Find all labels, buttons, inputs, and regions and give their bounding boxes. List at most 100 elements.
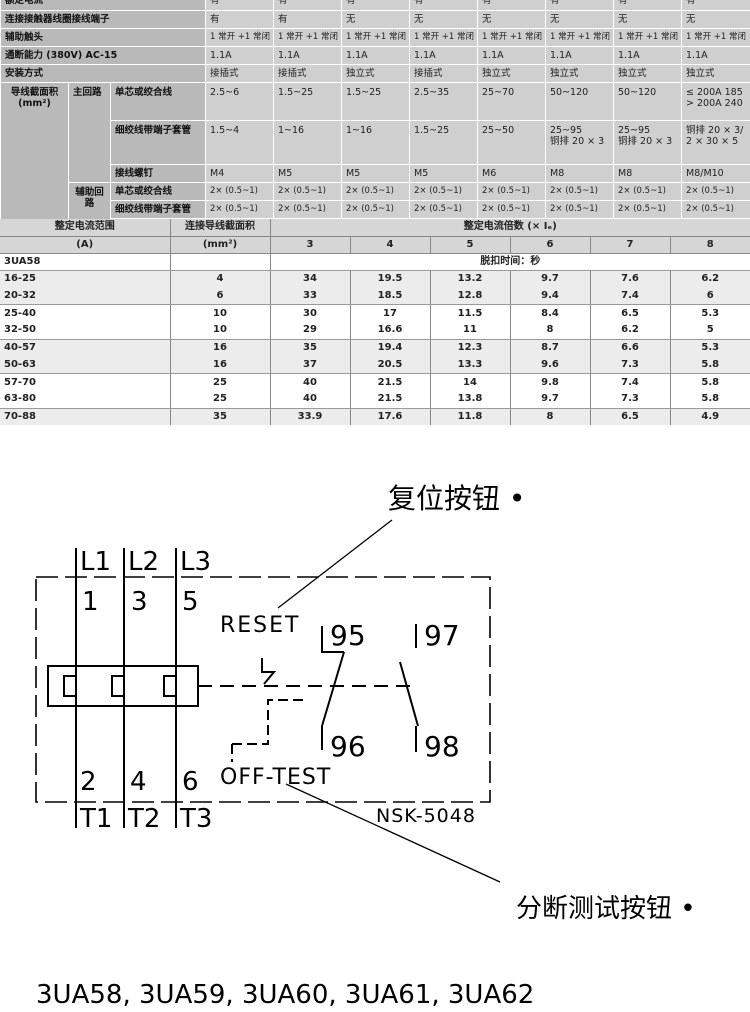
spec-row-label: 安装方式 [0, 64, 206, 83]
reset-symbol [261, 658, 277, 685]
spec-cell: 接插式 [273, 64, 342, 83]
spec-cell: 有 [613, 0, 682, 11]
spec-cell: 2× (0.5~1) [477, 200, 546, 219]
terminal-l3: L3 [180, 547, 211, 577]
range-cell: 40-57 [0, 339, 171, 357]
trip-time-cell: 11.5 [430, 304, 511, 323]
trip-time-cell: 14 [430, 373, 511, 391]
spec-cell: M5 [273, 164, 342, 183]
spec-cell: 1 常开 +1 常闭 [477, 28, 546, 47]
trip-time-cell: 18.5 [350, 287, 431, 306]
no-contact [399, 624, 419, 752]
off-test-linkage [231, 699, 308, 762]
trip-time-cell: 35 [270, 339, 351, 357]
trip-time-cell: 16.6 [350, 322, 431, 340]
wire-cell: 4 [170, 270, 271, 288]
spec-cell: 25~95 铜排 20 × 3 [545, 120, 614, 165]
wire-unit: (mm²) [170, 236, 271, 254]
model-label: 3UA58 [0, 253, 171, 272]
spec-cell: 有 [545, 0, 614, 11]
spec-cell: 1 常开 +1 常闭 [409, 28, 478, 47]
aux-circuit-label: 辅助回路 [68, 182, 111, 219]
multiple-header: 整定电流倍数 (× Iₑ) [270, 219, 750, 237]
reset-button-callout: 复位按钮 • [388, 482, 525, 515]
bottom-terminals: 2 4 6 T1 T2 T3 [79, 767, 212, 834]
wire-cell: 16 [170, 339, 271, 357]
spec-cell: 有 [273, 10, 342, 29]
reset-leader-line [277, 519, 393, 609]
trip-time-cell: 7.6 [590, 270, 671, 288]
trip-time-cell: 7.4 [590, 287, 671, 306]
spec-cell: 1.5~25 [409, 120, 478, 165]
spec-cell: 无 [341, 10, 410, 29]
spec-cell: 1.5~4 [205, 120, 274, 165]
contact-98: 98 [424, 730, 460, 763]
trip-time-cell: 6.6 [590, 339, 671, 357]
trip-time-cell: 7.3 [590, 390, 671, 409]
terminal-t3: T3 [179, 804, 212, 834]
trip-time-cell: 5 [670, 322, 750, 340]
contact-95: 95 [330, 619, 366, 652]
spec-row-label: 细绞线带端子套管 [110, 200, 206, 219]
spec-cell: 2× (0.5~1) [613, 182, 682, 201]
trip-time-cell: 6.2 [670, 270, 750, 288]
trip-time-cell: 8.7 [510, 339, 591, 357]
terminal-6: 6 [182, 767, 199, 797]
spec-cell: 无 [681, 10, 750, 29]
range-unit: (A) [0, 236, 171, 254]
trip-time-cell: 8.4 [510, 304, 591, 323]
spec-cell: 2× (0.5~1) [273, 200, 342, 219]
multiple-4: 4 [350, 236, 431, 254]
trip-time-cell: 13.8 [430, 390, 511, 409]
trip-time-cell: 5.8 [670, 356, 750, 375]
terminal-1: 1 [82, 587, 99, 617]
trip-time-cell: 6.2 [590, 322, 671, 340]
spec-cell: 1 常开 +1 常闭 [613, 28, 682, 47]
trip-time-cell: 6.5 [590, 304, 671, 323]
range-cell: 70-88 [0, 408, 171, 426]
spec-cell: 1.1A [273, 46, 342, 65]
model-code: NSK-5048 [376, 805, 476, 827]
trip-time-cell: 9.4 [510, 287, 591, 306]
wiring-diagram: 复位按钮 • 分断测试按钮 • L1 L2 L3 1 3 5 2 4 6 T1 … [35, 482, 696, 924]
spec-row-label: 额定电流 [0, 0, 206, 11]
wire-cell: 16 [170, 356, 271, 375]
top-terminals: L1 L2 L3 1 3 5 [80, 547, 211, 617]
terminal-l2: L2 [128, 547, 159, 577]
spec-cell: 1.1A [613, 46, 682, 65]
wire-cell: 6 [170, 287, 271, 306]
terminal-5: 5 [182, 587, 199, 617]
spec-cell: 独立式 [613, 64, 682, 83]
spec-cell: 1~16 [273, 120, 342, 165]
trip-time-cell: 5.8 [670, 390, 750, 409]
trip-time-cell: 30 [270, 304, 351, 323]
spec-row-label: 通断能力 (380V) AC-15 [0, 46, 206, 65]
range-cell: 25-40 [0, 304, 171, 323]
spec-cell: 1.1A [545, 46, 614, 65]
trip-time-cell: 5.3 [670, 339, 750, 357]
trip-time-cell: 7.4 [590, 373, 671, 391]
spec-cell: 2× (0.5~1) [341, 200, 410, 219]
trip-time-cell: 19.4 [350, 339, 431, 357]
spec-cell: 独立式 [545, 64, 614, 83]
spec-cell: 2× (0.5~1) [341, 182, 410, 201]
trip-time-cell: 12.3 [430, 339, 511, 357]
terminal-t1: T1 [79, 804, 112, 834]
spec-cell: 2× (0.5~1) [545, 182, 614, 201]
spec-cell: 25~70 [477, 82, 546, 121]
trip-time-cell: 17 [350, 304, 431, 323]
spec-cell: 2× (0.5~1) [409, 182, 478, 201]
spec-cell: 2.5~35 [409, 82, 478, 121]
range-cell: 63-80 [0, 390, 171, 409]
spec-cell: 1~16 [341, 120, 410, 165]
spec-cell: 2× (0.5~1) [613, 200, 682, 219]
spec-cell: 2× (0.5~1) [681, 182, 750, 201]
spec-row-label: 单芯或绞合线 [110, 82, 206, 121]
spec-cell: 1 常开 +1 常闭 [341, 28, 410, 47]
spec-cell: 1.1A [477, 46, 546, 65]
